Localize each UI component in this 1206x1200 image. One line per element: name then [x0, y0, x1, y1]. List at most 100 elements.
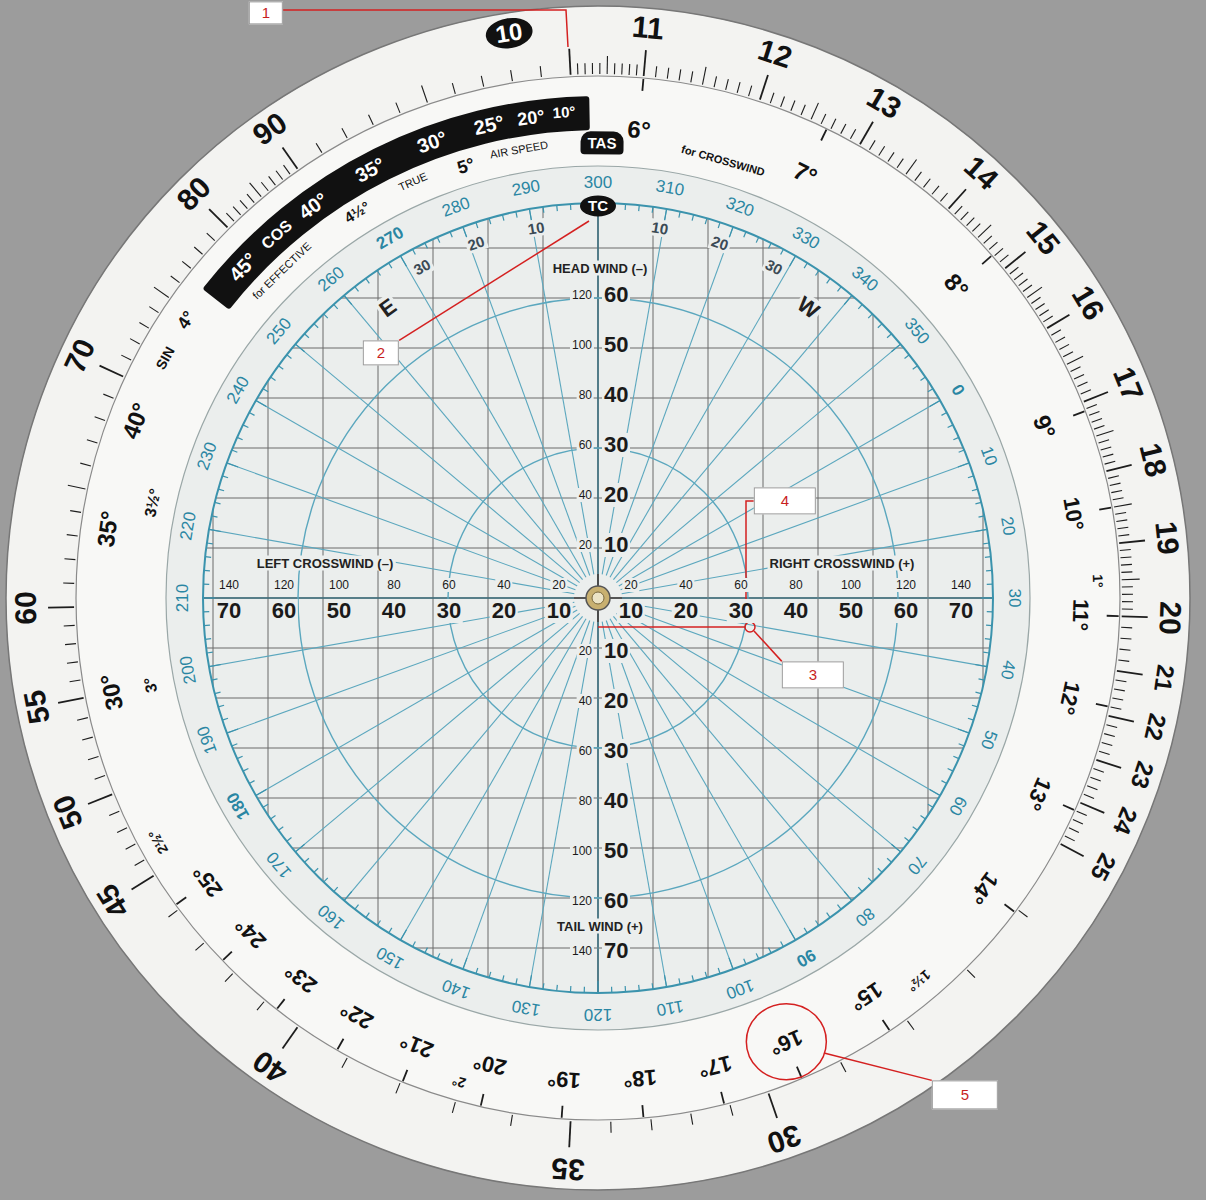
scale-tick	[1005, 252, 1025, 268]
course-line	[209, 529, 574, 593]
course-line	[463, 227, 590, 576]
scale-tick	[679, 978, 680, 984]
scale-tick	[67, 535, 78, 536]
scale-tick	[1069, 828, 1079, 833]
scale-tick	[953, 437, 958, 439]
scale-tick	[891, 844, 900, 852]
scale-tick	[714, 76, 716, 87]
axis-number: 20	[672, 599, 700, 623]
scale-tick	[781, 941, 784, 946]
scale-tick	[237, 437, 242, 439]
axis-number-small: 140	[570, 944, 594, 958]
scale-tick	[737, 82, 740, 93]
scale-tick	[218, 489, 224, 491]
scale-tick	[1122, 594, 1133, 595]
scale-tick	[989, 242, 997, 249]
axis-number-small: 140	[217, 578, 241, 592]
scale-tick	[205, 556, 211, 558]
axis-number-small: 140	[949, 578, 973, 592]
scale-tick	[1019, 279, 1028, 286]
axis-number: 10	[602, 533, 630, 557]
scale-tick	[769, 243, 772, 248]
axis-number: 40	[380, 599, 408, 623]
scale-tick	[344, 295, 352, 304]
axis-number-small: 100	[327, 578, 351, 592]
tas-label: TAS	[587, 134, 616, 152]
scale-tick	[1061, 844, 1084, 856]
scale-tick	[95, 417, 105, 421]
scale-tick	[718, 968, 720, 974]
scale-tick	[638, 205, 640, 211]
scale-tick	[749, 86, 752, 97]
scale-tick	[250, 183, 262, 197]
axis-number: 40	[782, 599, 810, 623]
scale-tick	[930, 790, 940, 796]
scale-tick	[1116, 520, 1127, 522]
scale-tick	[1099, 440, 1110, 443]
scale-tick	[212, 516, 218, 517]
scale-tick	[667, 68, 668, 79]
axis-number: 10	[602, 639, 630, 663]
axis-number-small: 100	[839, 578, 863, 592]
scale-tick	[139, 322, 148, 328]
outer-scale-number: 11	[631, 12, 665, 45]
leader-line	[399, 221, 589, 340]
axis-title: HEAD WIND (–)	[551, 261, 650, 276]
course-line	[256, 610, 577, 796]
course-line	[227, 606, 576, 733]
scale-tick	[135, 860, 145, 866]
outer-scale-number: 18	[1134, 440, 1171, 480]
scale-tick	[1063, 805, 1074, 810]
scale-tick	[247, 194, 254, 202]
scale-tick	[1077, 382, 1087, 386]
scale-tick	[1120, 556, 1131, 558]
scale-tick	[642, 1105, 643, 1117]
scale-tick	[540, 66, 541, 77]
scale-tick	[955, 206, 962, 214]
scale-tick	[769, 1093, 777, 1118]
axis-number: 40	[602, 383, 630, 407]
scale-tick	[827, 913, 831, 918]
scale-tick	[887, 334, 891, 338]
axis-title: RIGHT CROSSWIND (+)	[768, 556, 917, 571]
scale-tick	[983, 652, 989, 654]
course-number: 20	[998, 515, 1018, 537]
scale-tick	[804, 263, 807, 268]
scale-tick	[225, 974, 233, 982]
scale-tick	[769, 948, 772, 953]
cos-band-text: 20°	[516, 107, 545, 129]
scale-tick	[369, 115, 374, 125]
scale-tick	[844, 891, 852, 900]
scale-tick	[1118, 535, 1129, 536]
scale-tick	[679, 212, 680, 218]
scale-tick	[584, 63, 585, 74]
scale-tick	[489, 972, 491, 978]
scale-tick	[981, 597, 993, 598]
scale-tick	[223, 952, 232, 960]
scale-tick	[691, 1114, 693, 1125]
scale-tick	[984, 236, 992, 243]
scale-tick	[502, 975, 503, 981]
degree-mark: 1°	[1090, 574, 1104, 588]
rivet	[586, 586, 610, 610]
scale-tick	[324, 878, 328, 882]
scale-tick	[171, 276, 180, 283]
scale-tick	[403, 1070, 407, 1081]
axis-number-small: 40	[677, 578, 694, 592]
callout-number: 5	[961, 1086, 969, 1103]
scale-tick	[283, 147, 298, 168]
course-line	[621, 606, 970, 733]
scale-tick	[1005, 904, 1015, 911]
scale-tick	[377, 271, 380, 276]
scale-tick	[227, 463, 238, 467]
scale-tick	[212, 679, 218, 680]
scale-tick	[1117, 671, 1143, 675]
scale-tick	[1101, 447, 1112, 450]
axis-title: TAIL WIND (+)	[555, 919, 645, 934]
scale-tick	[68, 485, 86, 489]
scale-tick	[1080, 803, 1104, 813]
scale-tick	[48, 606, 74, 608]
axis-number: 10	[545, 599, 573, 623]
scale-tick	[837, 905, 841, 910]
callout-box: 1	[249, 1, 283, 24]
